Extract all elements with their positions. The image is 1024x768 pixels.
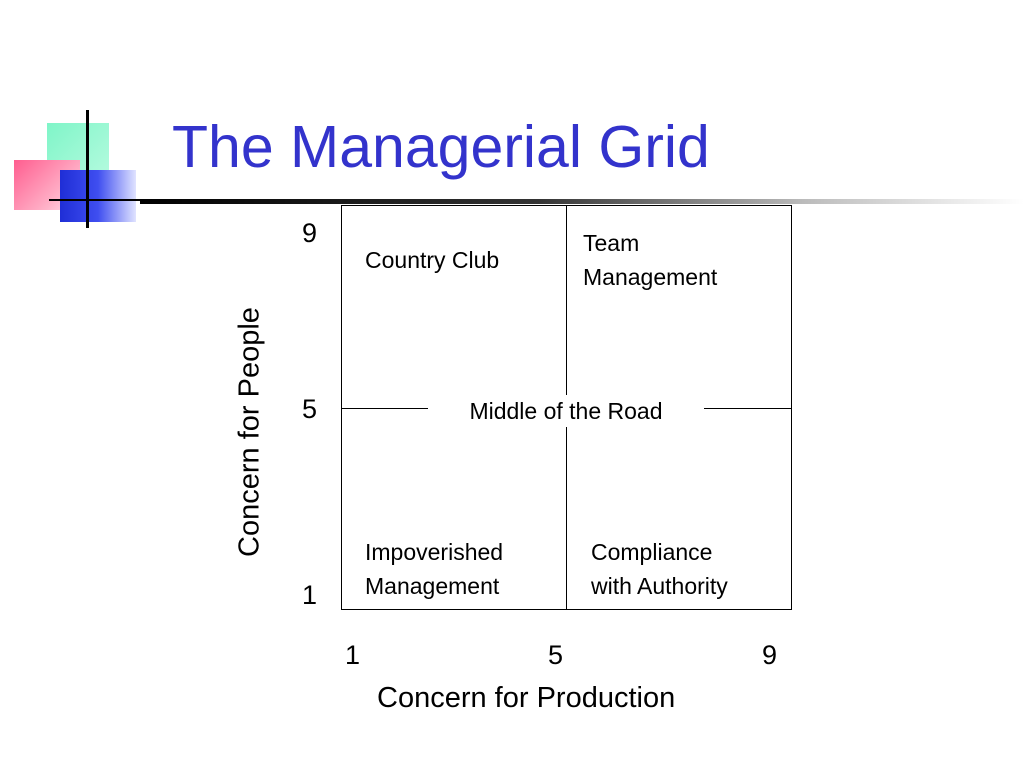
center-middle-of-the-road: Middle of the Road [428, 395, 704, 427]
title-underline [140, 199, 1024, 204]
quadrant-label-line1: Impoverished [365, 539, 504, 565]
logo-blue-square [60, 170, 136, 222]
y-tick-5: 5 [302, 394, 318, 424]
quadrant-impoverished-management: Impoverished Management [365, 535, 503, 603]
quadrant-label-line2: with Authority [591, 573, 728, 599]
y-axis-label: Concern for People [233, 307, 266, 557]
quadrant-label-line1: Compliance [591, 539, 713, 565]
quadrant-country-club: Country Club [365, 243, 499, 277]
quadrant-label-line2: Management [583, 264, 718, 290]
page-title: The Managerial Grid [172, 114, 710, 180]
x-tick-9: 9 [762, 640, 778, 670]
x-axis-label: Concern for Production [377, 682, 676, 714]
y-tick-1: 1 [302, 580, 318, 610]
quadrant-compliance-with-authority: Compliance with Authority [591, 535, 728, 603]
quadrant-label-line1: Team [583, 230, 640, 256]
logo-vertical-line [86, 110, 89, 228]
y-tick-9: 9 [302, 218, 318, 248]
quadrant-label: Country Club [365, 247, 500, 273]
slide-logo [0, 0, 160, 240]
quadrant-label-line2: Management [365, 573, 500, 599]
logo-horizontal-line [49, 199, 150, 201]
x-tick-1: 1 [345, 640, 361, 670]
quadrant-team-management: Team Management [583, 226, 717, 294]
x-tick-5: 5 [548, 640, 564, 670]
